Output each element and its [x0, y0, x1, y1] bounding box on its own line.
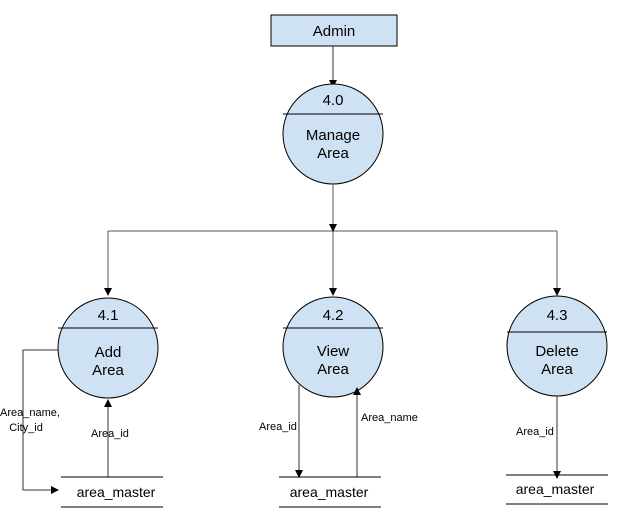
flows-view-area	[295, 385, 361, 478]
flow-label-add-area-id: Area_id	[91, 428, 129, 440]
flow-label-area-name-city-line2: City_id	[9, 422, 43, 434]
flow-label-view-area-id: Area_id	[259, 421, 297, 433]
process-4-0-id: 4.0	[323, 92, 344, 109]
process-4-2-label-line2: Area	[317, 361, 349, 378]
admin-entity-label: Admin	[313, 23, 356, 40]
process-4-2: 4.2 View Area	[282, 296, 384, 398]
flow-label-view-area-name: Area_name	[361, 412, 418, 424]
process-4-3-label-line1: Delete	[535, 343, 578, 360]
process-4-1: 4.1 Add Area	[57, 297, 159, 399]
data-store-1: area_master	[61, 476, 163, 508]
distribution-lines	[104, 184, 561, 296]
process-4-2-label-line1: View	[317, 343, 349, 360]
process-4-2-id: 4.2	[323, 307, 344, 324]
process-4-3-id: 4.3	[547, 307, 568, 324]
process-4-1-label-line2: Area	[92, 362, 124, 379]
flows-add-area	[22, 349, 112, 494]
process-4-1-label-line1: Add	[95, 344, 122, 361]
admin-entity: Admin	[270, 14, 398, 47]
flow-label-area-name-city-line1: Area_name,	[0, 407, 60, 419]
data-store-3: area_master	[506, 474, 608, 505]
process-4-1-id: 4.1	[98, 307, 119, 324]
process-4-0-label-line2: Area	[317, 145, 349, 162]
process-4-0: 4.0 Manage Area	[282, 83, 384, 185]
process-4-3: 4.3 Delete Area	[506, 295, 608, 397]
data-store-1-label: area_master	[77, 484, 156, 500]
process-4-3-label-line2: Area	[541, 361, 573, 378]
data-store-2-label: area_master	[290, 484, 369, 500]
process-4-0-label-line1: Manage	[306, 127, 360, 144]
flow-label-delete-area-id: Area_id	[516, 426, 554, 438]
data-store-2: area_master	[279, 476, 381, 508]
data-store-3-label: area_master	[516, 481, 595, 497]
